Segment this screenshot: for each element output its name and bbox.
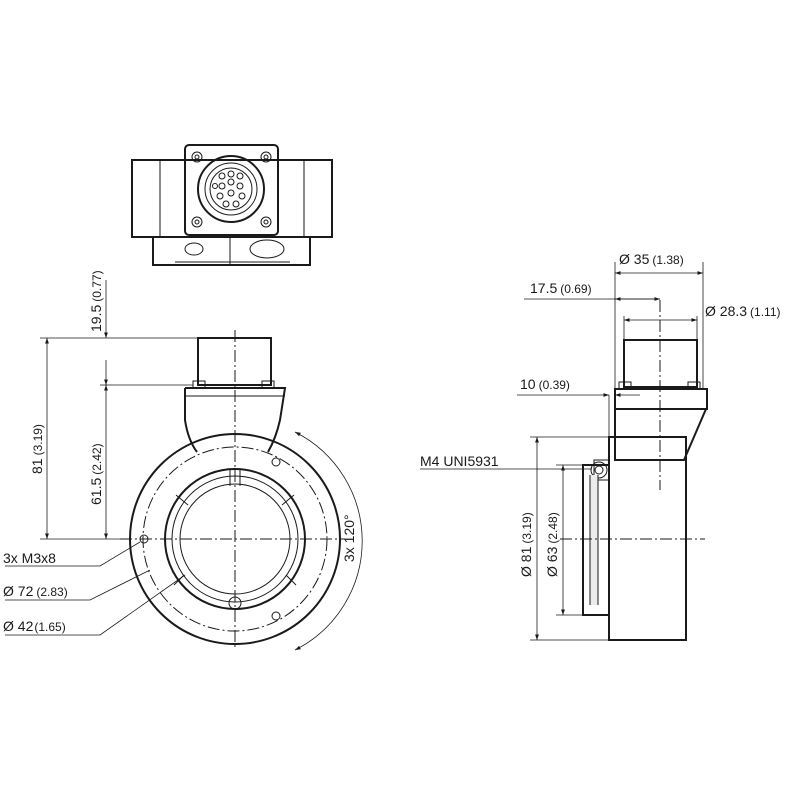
front-dimensions [5, 280, 363, 651]
bolt-circle-label: Ø 72(2.83) [3, 583, 68, 599]
side-view [560, 300, 708, 641]
top-view [131, 144, 333, 266]
front-view [120, 330, 345, 650]
screws-label: 3x M3x8 [3, 550, 56, 566]
bore-label: Ø 42(1.65) [3, 618, 66, 634]
connector-dia-label: Ø 35(1.38) [619, 251, 684, 267]
side-dimensions [420, 262, 704, 641]
connector-screw-icon [191, 151, 272, 228]
top-offset-label: 19.5(0.77) [88, 270, 104, 332]
connector-offset-label: 17.5(0.69) [530, 280, 592, 296]
outer-dia-label: Ø 81(3.19) [518, 512, 534, 577]
thread-label: M4 UNI5931 [420, 453, 499, 469]
flange-thickness-label: 10(0.39) [520, 376, 570, 392]
angle-label: 3x 120° [341, 514, 357, 562]
height-total-label: 81(3.19) [29, 424, 45, 474]
inner-dia-label: Ø 63(2.48) [544, 512, 560, 577]
connector-inner-label: Ø 28.3(1.11) [705, 303, 781, 319]
connector-pins-icon [197, 155, 265, 223]
height-center-label: 61.5(2.42) [88, 443, 104, 505]
